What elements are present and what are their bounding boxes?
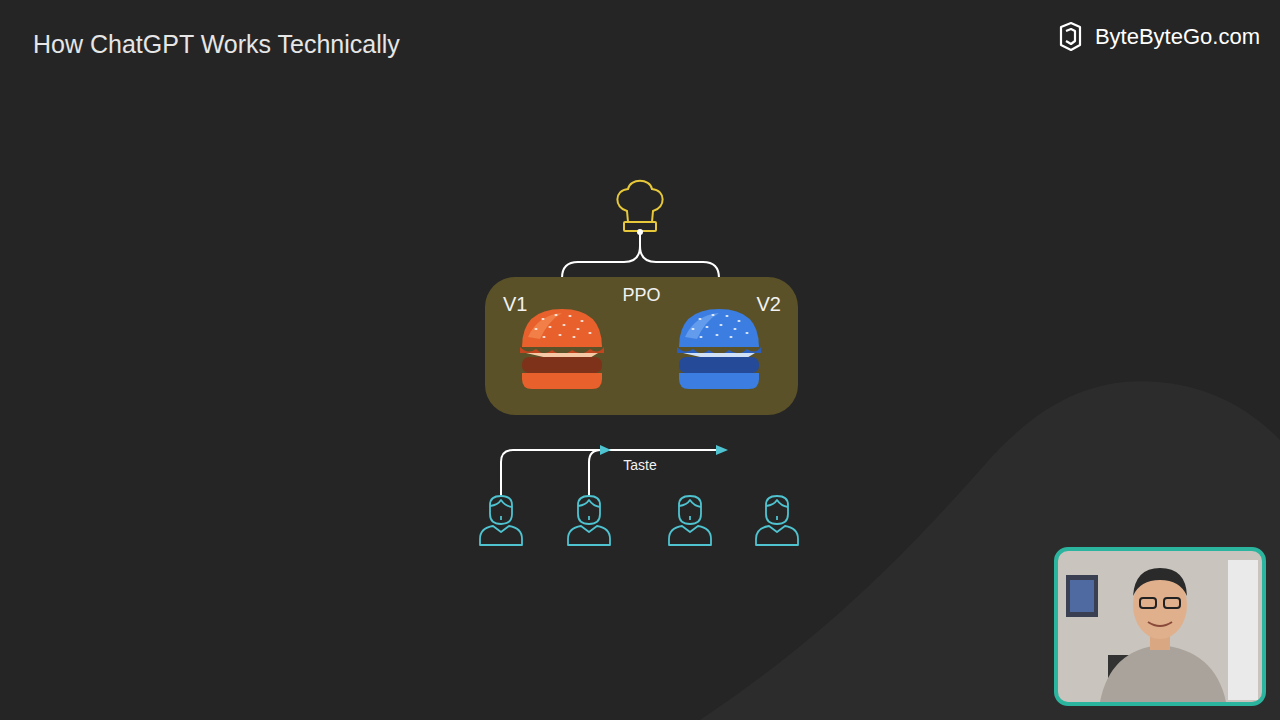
burger-node: V1: [500, 289, 612, 393]
title-text: How ChatGPT Works Technically: [33, 30, 400, 59]
taste-arrow: [501, 450, 716, 497]
burger-illustration: [675, 307, 763, 395]
logo-icon: [1061, 23, 1080, 50]
burger-illustration: [518, 307, 606, 395]
version-label: V2: [757, 293, 781, 316]
version-label: V1: [503, 293, 527, 316]
region-label: PPO: [622, 285, 660, 306]
arrowhead: [716, 445, 728, 455]
junction-dot: [637, 229, 643, 235]
flow-label: Taste: [623, 457, 656, 473]
burger-node: V2: [665, 289, 785, 393]
arrowhead: [600, 445, 611, 455]
webcam-picture: [1056, 549, 1264, 704]
brand-name: ByteByteGo.com: [1095, 24, 1260, 50]
background-shape: [700, 381, 1280, 720]
ppo-region: PPO V1 V2: [485, 277, 798, 415]
person-icons: [480, 496, 798, 545]
chef-hat-icon: [617, 181, 662, 231]
